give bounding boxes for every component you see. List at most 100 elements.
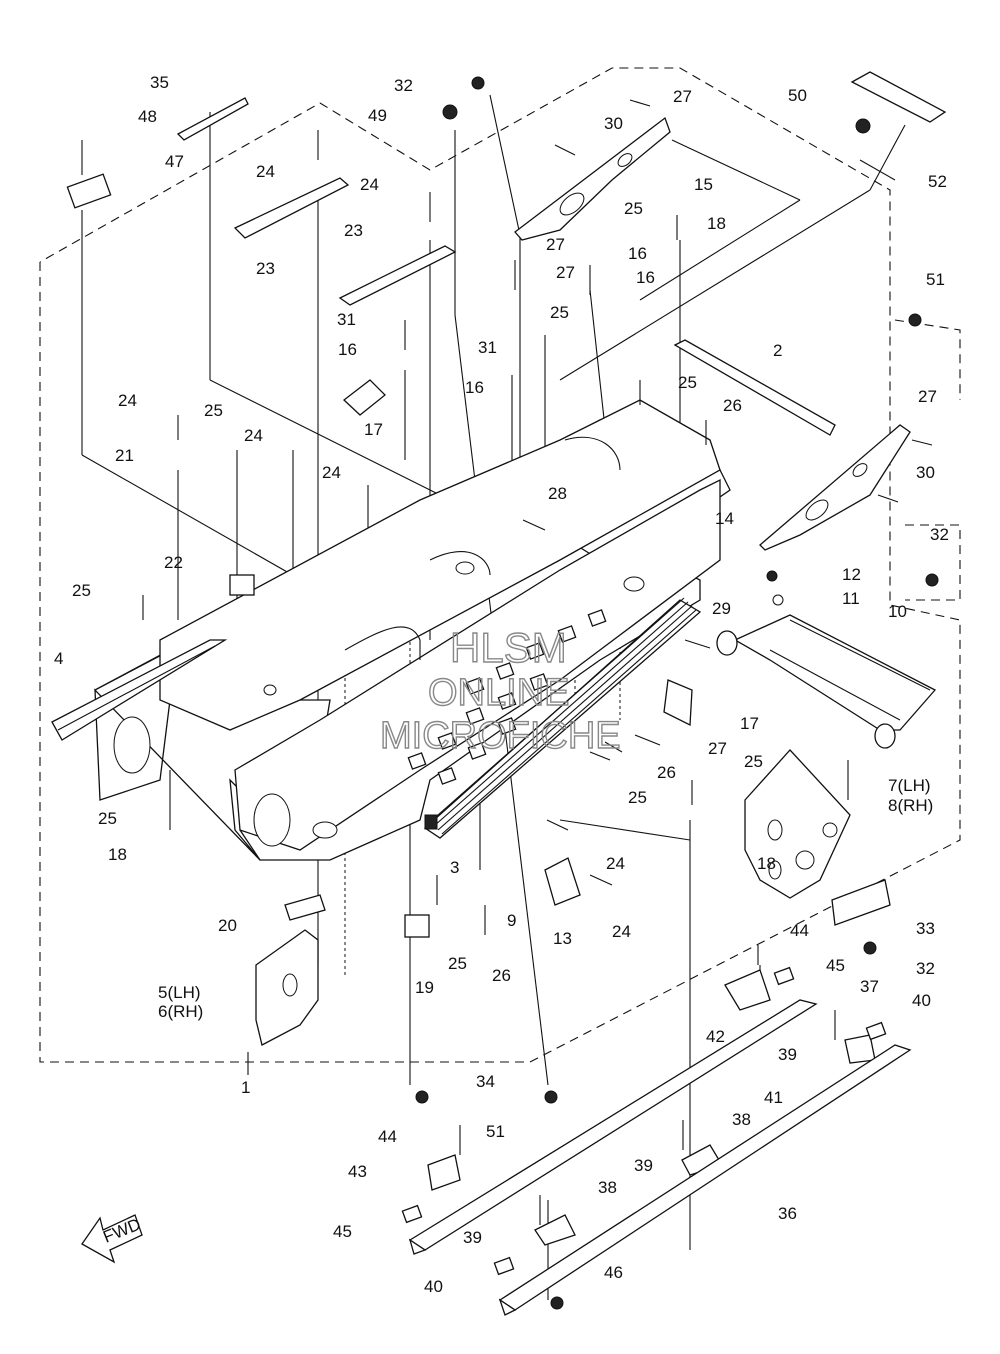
plate-15 [514, 116, 671, 241]
main-frame [94, 399, 731, 861]
callout-label: 39 [634, 1156, 653, 1175]
callout-label: 24 [244, 426, 263, 445]
callout-label: 43 [348, 1162, 367, 1181]
callout-label: 19 [415, 978, 434, 997]
callout-label: 14 [715, 509, 734, 528]
callout-label: 26 [723, 396, 742, 415]
plate-5-6 [255, 929, 319, 1046]
callout-label: 50 [788, 86, 807, 105]
callout-label: 24 [360, 175, 379, 194]
callout-label: 28 [548, 484, 567, 503]
callout-label: 23 [256, 259, 275, 278]
callout-label: 52 [928, 172, 947, 191]
callout-label: 51 [926, 270, 945, 289]
callout-label: 22 [164, 553, 183, 572]
callout-label: 29 [712, 599, 731, 618]
callout-label: 25 [678, 373, 697, 392]
callout-label: 47 [165, 152, 184, 171]
callout-label: 30 [916, 463, 935, 482]
pad-cluster [407, 609, 607, 785]
callout-label: 31 [478, 338, 497, 357]
callout-label: 9 [507, 911, 516, 930]
callout-label: 8(RH) [888, 796, 933, 815]
callout-label: 39 [778, 1045, 797, 1064]
callout-label: 16 [628, 244, 647, 263]
callout-label: 39 [463, 1228, 482, 1247]
callout-label: 16 [338, 340, 357, 359]
callout-label: 23 [344, 221, 363, 240]
callout-label: 25 [98, 809, 117, 828]
callout-label: 25 [744, 752, 763, 771]
callout-label: 24 [118, 391, 137, 410]
watermark: HLSM ONLINE MICROFICHE [379, 623, 621, 757]
callout-label: 38 [732, 1110, 751, 1129]
callout-label: 18 [757, 854, 776, 873]
callout-label: 16 [636, 268, 655, 287]
bar-2 [673, 339, 836, 436]
callout-label: 27 [918, 387, 937, 406]
callout-label: 25 [624, 199, 643, 218]
callout-label: 27 [673, 87, 692, 106]
callout-label: 27 [708, 739, 727, 758]
plate-14 [759, 424, 911, 551]
watermark-line-1: HLSM [450, 624, 567, 671]
callout-label: 5(LH) [158, 983, 201, 1002]
callout-label: 13 [553, 929, 572, 948]
callout-label: 12 [842, 565, 861, 584]
callout-label: 38 [598, 1178, 617, 1197]
callout-label: 25 [628, 788, 647, 807]
callout-label: 27 [546, 235, 565, 254]
callout-label: 25 [550, 303, 569, 322]
callout-label: 25 [204, 401, 223, 420]
callout-label: 40 [424, 1277, 443, 1296]
callout-label: 18 [108, 845, 127, 864]
callout-label: 49 [368, 106, 387, 125]
callout-label: 16 [465, 378, 484, 397]
callout-label: 35 [150, 73, 169, 92]
callout-label: 41 [764, 1088, 783, 1107]
callout-label: 10 [888, 602, 907, 621]
plate-7-8 [744, 749, 851, 899]
callout-label: 32 [930, 525, 949, 544]
callout-label: 34 [476, 1072, 495, 1091]
callout-label: 44 [378, 1127, 397, 1146]
callout-label: 51 [486, 1122, 505, 1141]
watermark-line-3: MICROFICHE [380, 715, 621, 757]
callout-label: 24 [256, 162, 275, 181]
callout-label: 45 [826, 956, 845, 975]
fasteners [81, 76, 939, 1310]
callout-label: 32 [394, 76, 413, 95]
left-rail [51, 639, 228, 741]
callout-label: 25 [72, 581, 91, 600]
callout-label: 24 [322, 463, 341, 482]
callout-label: 36 [778, 1204, 797, 1223]
callout-label: 33 [916, 919, 935, 938]
axle-10 [716, 614, 937, 749]
callout-label: 44 [790, 921, 809, 940]
callout-label: 3 [450, 858, 459, 877]
callout-label: 4 [54, 649, 63, 668]
callout-label: 40 [912, 991, 931, 1010]
callout-label: 25 [448, 954, 467, 973]
callout-label: 30 [604, 114, 623, 133]
callout-label: 21 [115, 446, 134, 465]
callout-label: 26 [492, 966, 511, 985]
callout-label: 31 [337, 310, 356, 329]
callout-label: 20 [218, 916, 237, 935]
callout-label: 6(RH) [158, 1002, 203, 1021]
callout-label: 7(LH) [888, 776, 931, 795]
callout-label: 42 [706, 1027, 725, 1046]
callout-label: 32 [916, 959, 935, 978]
center-rail [423, 597, 702, 839]
callout-label: 45 [333, 1222, 352, 1241]
callout-label: 15 [694, 175, 713, 194]
callout-label: 17 [740, 714, 759, 733]
callout-label: 46 [604, 1263, 623, 1282]
top-brackets [176, 71, 947, 306]
callout-label: 2 [773, 341, 782, 360]
small-parts [66, 173, 891, 1276]
callout-label: 1 [241, 1078, 250, 1097]
callout-label: 17 [364, 420, 383, 439]
watermark-line-2: ONLINE [428, 672, 569, 714]
